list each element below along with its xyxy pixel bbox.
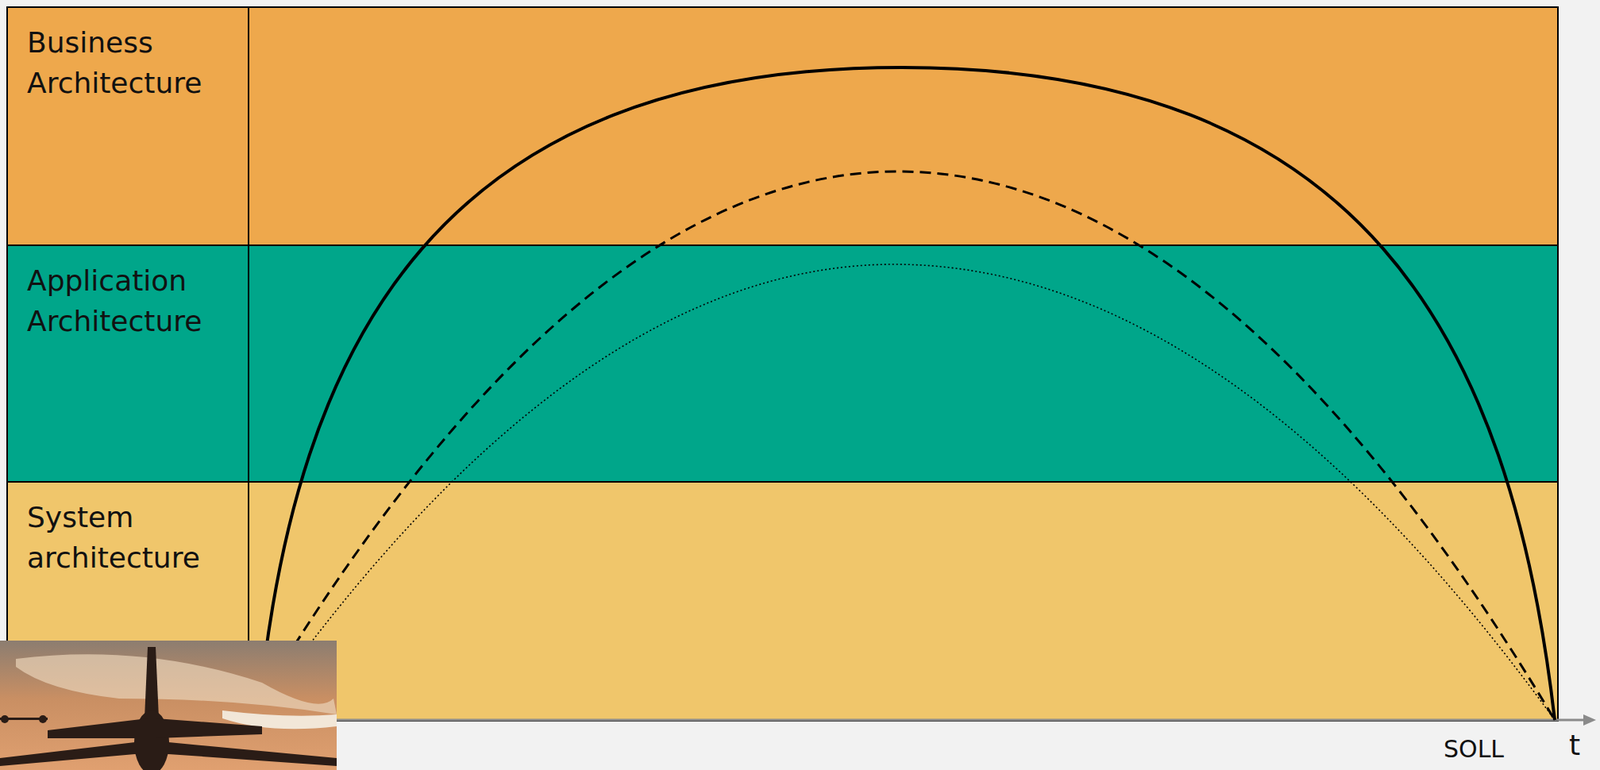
business-band: Business Architecture: [6, 6, 1559, 247]
solid-curve: [258, 67, 1555, 721]
dashed-curve: [248, 171, 1555, 721]
target-state-label: SOLL: [1443, 735, 1504, 764]
application-band: Application Architecture: [6, 244, 1559, 483]
dotted-curve: [254, 264, 1555, 721]
band-title: Business Architecture: [26, 22, 246, 104]
time-axis: [248, 719, 1587, 722]
column-divider: [247, 6, 250, 721]
axis-label: t: [1569, 728, 1581, 762]
axis-arrowhead: [1583, 714, 1597, 726]
band-title: Application Architecture: [26, 260, 246, 342]
band-title: System architecture: [26, 497, 246, 579]
